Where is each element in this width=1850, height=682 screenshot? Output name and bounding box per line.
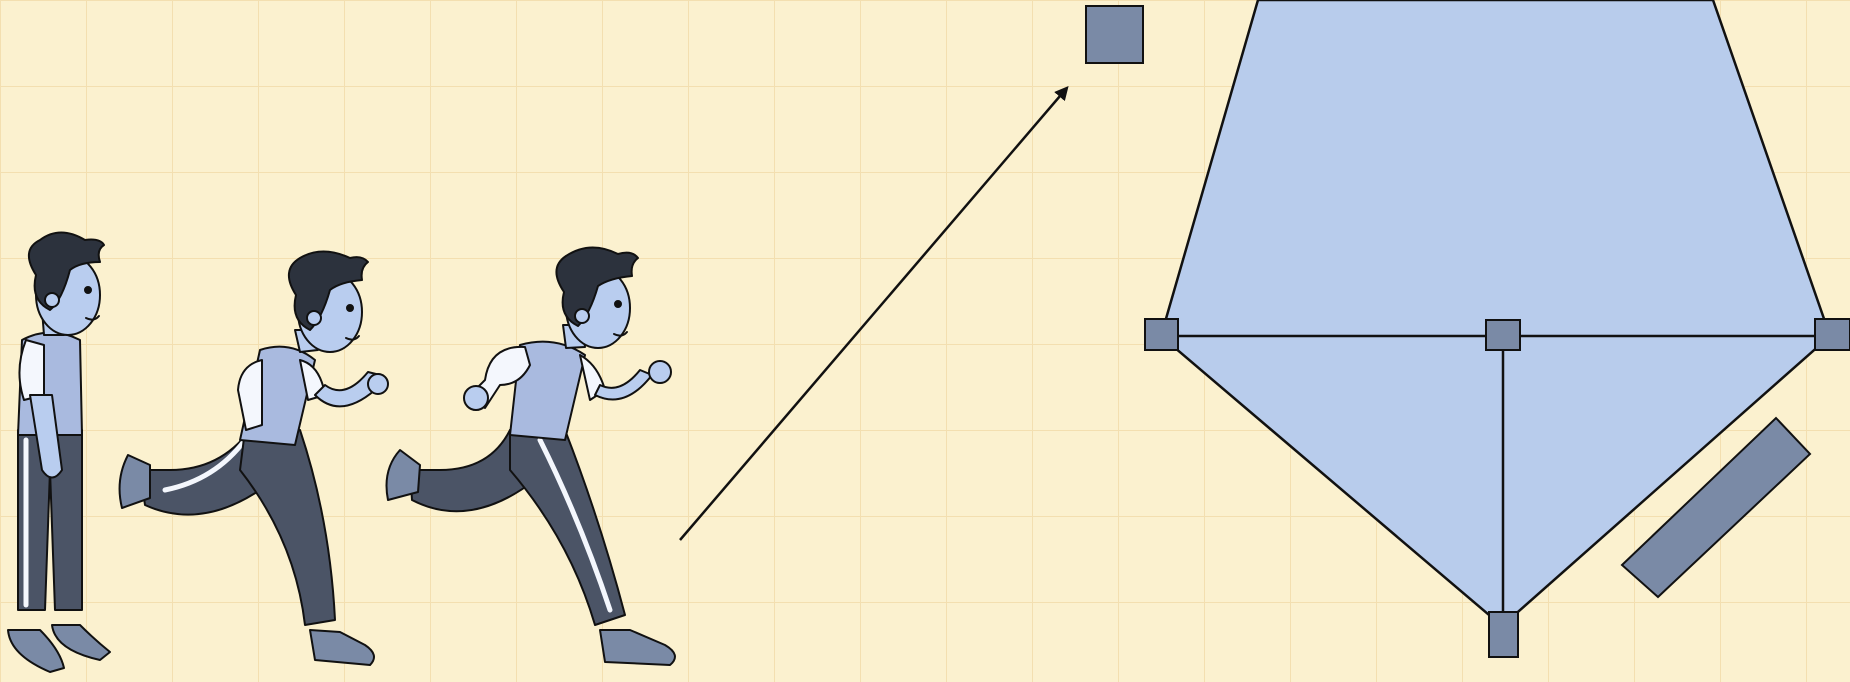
- node-center: [1486, 320, 1520, 350]
- node-bottom: [1489, 612, 1518, 657]
- node-right: [1815, 319, 1850, 350]
- node-left: [1145, 319, 1178, 350]
- square-node-icon: [1086, 6, 1143, 63]
